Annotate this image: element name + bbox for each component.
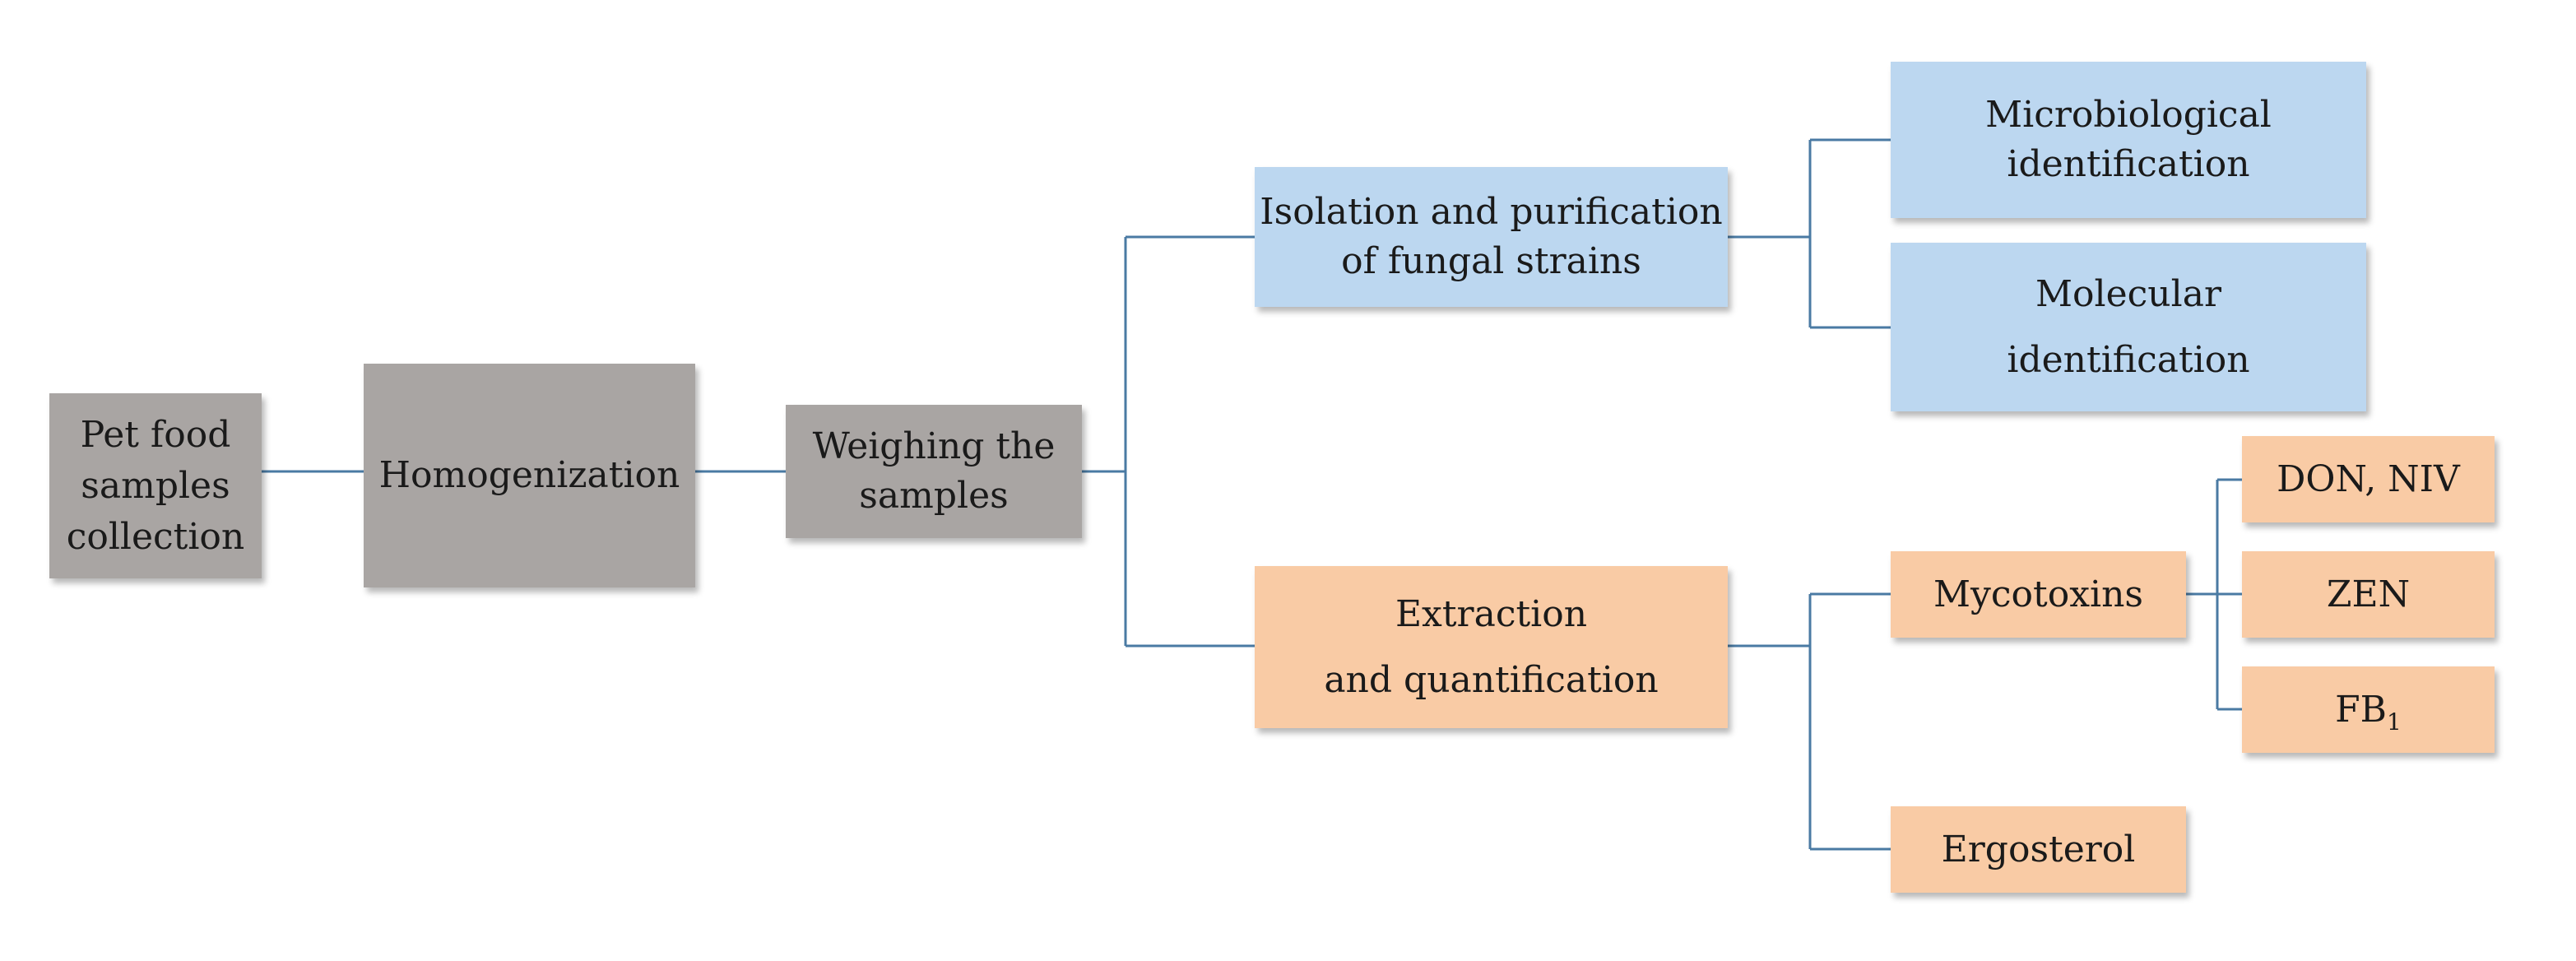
don-niv-label: DON, NIV [2277,457,2460,500]
isolation-node: Isolation and purification of fungal str… [1255,167,1728,307]
extraction-label: Extraction and quantification [1324,592,1659,701]
zen-node: ZEN [2242,551,2495,638]
mycotoxins-label: Mycotoxins [1933,573,2144,615]
extraction-node: Extraction and quantification [1255,566,1728,728]
fb1-label: FB1 [2335,685,2402,735]
microbiological-label: Microbiological identification [1985,94,2272,185]
isolation-label: Isolation and purification of fungal str… [1260,191,1723,282]
weighing-label: Weighing the samples [812,425,1056,517]
molecular-node: Molecular identification [1891,243,2366,411]
molecular-label: Molecular identification [2007,272,2250,381]
ergosterol-node: Ergosterol [1891,806,2186,893]
zen-label: ZEN [2326,573,2411,615]
pet-food-label: Pet food samples collection [66,413,245,558]
ergosterol-label: Ergosterol [1941,828,2136,870]
fb1-node: FB1 [2242,666,2495,753]
mycotoxins-node: Mycotoxins [1891,551,2186,638]
don-niv-node: DON, NIV [2242,436,2495,522]
weighing-node: Weighing the samples [786,405,1082,538]
homogenization-label: Homogenization [378,454,680,496]
pet-food-node: Pet food samples collection [49,393,262,578]
microbiological-node: Microbiological identification [1891,62,2366,218]
fb1-base: FB [2335,688,2388,731]
fb1-subscript: 1 [2387,708,2402,736]
homogenization-node: Homogenization [364,364,695,587]
